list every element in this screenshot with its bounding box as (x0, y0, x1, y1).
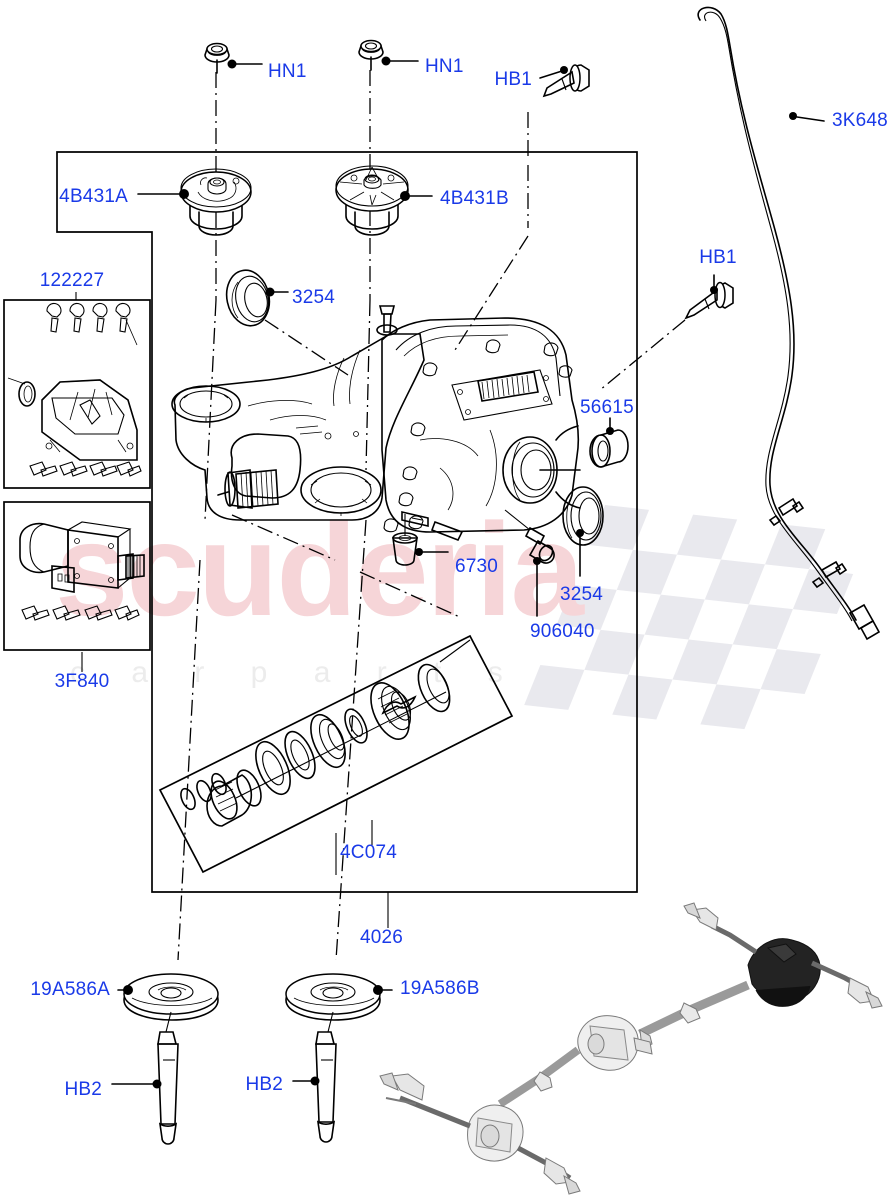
callout-4b431b[interactable]: 4B431B (440, 188, 509, 209)
assembly-boundary-4026 (56, 151, 638, 893)
centerline-hb1-right (599, 319, 686, 391)
callout-hb2-right[interactable]: HB2 (245, 1074, 283, 1095)
front-mount-bush-4b431b (335, 165, 433, 236)
rear-differential-housing-4026 (171, 305, 581, 542)
mount-bolt-hb2-right (292, 1031, 337, 1143)
kit-boundary-4c074 (158, 634, 514, 874)
breather-vent-tube-3k648 (697, 6, 881, 641)
callout-6730[interactable]: 6730 (455, 556, 498, 577)
inset-box-3f840 (3, 501, 151, 651)
front-mount-bush-4b431a (137, 168, 252, 236)
oil-seal-3254-upper (225, 269, 289, 327)
rear-mount-bush-19a586b (285, 973, 393, 1033)
callout-hb1-right[interactable]: HB1 (699, 247, 737, 268)
callout-3254-right[interactable]: 3254 (560, 584, 603, 605)
callout-4b431a[interactable]: 4B431A (59, 186, 128, 207)
callout-hb2-left[interactable]: HB2 (64, 1079, 102, 1100)
callout-hn1-right[interactable]: HN1 (425, 56, 464, 77)
callout-3254-top[interactable]: 3254 (292, 287, 335, 308)
oil-seal-3254-right (562, 486, 604, 577)
checkered-flag-watermark (524, 504, 854, 730)
mount-bolt-hb2-left (111, 1031, 179, 1145)
callout-4c074[interactable]: 4C074 (340, 842, 397, 863)
drain-plug-6730 (392, 514, 449, 566)
callout-906040[interactable]: 906040 (530, 621, 595, 642)
rear-mount-bush-19a586a (117, 973, 219, 1033)
flange-bolt-hb1-right (684, 274, 734, 320)
driveline-overview-thumbnail (379, 902, 883, 1195)
flange-bolt-hb1-top (539, 64, 590, 98)
callout-hb1-top[interactable]: HB1 (494, 69, 532, 90)
callout-122227[interactable]: 122227 (40, 270, 105, 291)
centerline-kit-4c074 (231, 514, 463, 619)
flange-nut-hn1-right (358, 39, 419, 71)
callout-56615[interactable]: 56615 (580, 397, 634, 418)
callout-4026[interactable]: 4026 (360, 927, 403, 948)
mounting-bracket-kit-122227 (7, 292, 142, 477)
callout-3f840[interactable]: 3F840 (55, 671, 110, 692)
actuator-motor-kit-3f840 (19, 521, 145, 672)
centerline-hb1-top (454, 112, 529, 351)
watermark-tagline: c a r p a r t s (70, 656, 522, 689)
callout-19a586a[interactable]: 19A586A (30, 979, 110, 1000)
speed-sensor-906040 (504, 509, 555, 617)
callout-hn1-left[interactable]: HN1 (268, 61, 307, 82)
seal-bearing-kit-4c074 (158, 634, 514, 875)
flange-nut-hn1-left (204, 42, 263, 74)
callout-3k648[interactable]: 3K648 (832, 110, 888, 131)
callout-19a586b[interactable]: 19A586B (400, 978, 480, 999)
centerline-oilseal-upper (264, 319, 349, 376)
inset-box-122227 (3, 299, 151, 489)
spacer-bush-56615 (589, 417, 629, 468)
